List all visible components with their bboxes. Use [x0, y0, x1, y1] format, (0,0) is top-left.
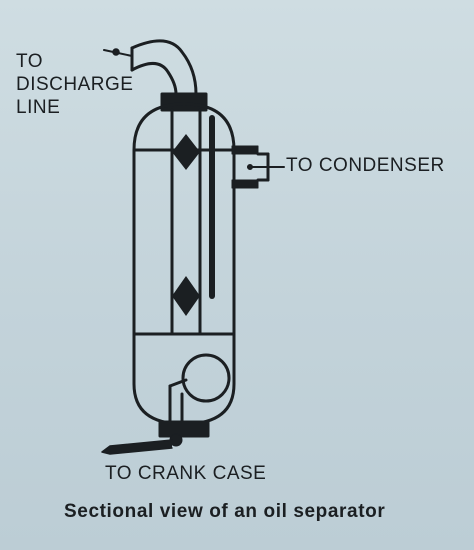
- float-valve: [168, 353, 231, 424]
- discharge-line-label: TO DISCHARGE LINE: [16, 50, 133, 119]
- upper-deflector: [172, 134, 200, 170]
- discharge-pipe: [103, 39, 198, 96]
- condenser-label: TO CONDENSER: [286, 155, 445, 176]
- figure-caption: Sectional view of an oil separator: [64, 501, 386, 522]
- lower-deflector: [172, 276, 200, 316]
- discharge-label-line-1: TO: [16, 51, 44, 72]
- crank-case-pipe: [101, 433, 183, 455]
- condenser-outlet: [231, 145, 285, 189]
- crank-case-label: TO CRANK CASE: [105, 463, 267, 484]
- separator-shell: [132, 102, 236, 426]
- discharge-label-line-3: LINE: [16, 97, 61, 118]
- discharge-label-line-2: DISCHARGE: [16, 74, 134, 95]
- top-flange: [160, 92, 208, 112]
- bottom-flange: [158, 420, 210, 438]
